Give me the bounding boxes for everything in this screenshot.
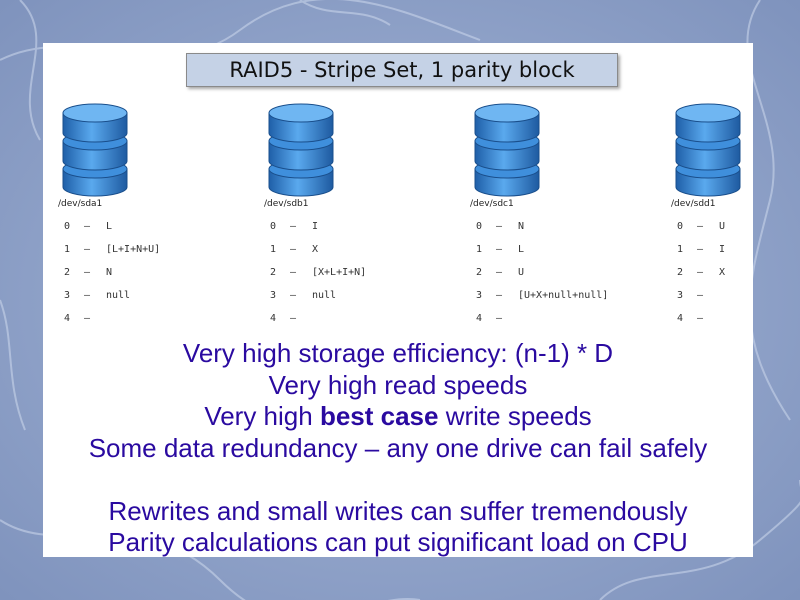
stripe-row: 3 – [U+X+null+null] bbox=[476, 290, 608, 304]
row-index: 0 bbox=[677, 221, 684, 232]
stripe-row: 0 – I bbox=[270, 221, 318, 235]
row-value: I bbox=[719, 244, 726, 255]
bullet-write-speeds: Very high best case write speeds bbox=[43, 401, 753, 433]
row-value: [U+X+null+null] bbox=[518, 290, 609, 301]
row-index: 4 bbox=[677, 313, 684, 324]
row-index: 0 bbox=[476, 221, 483, 232]
row-index: 3 bbox=[677, 290, 684, 301]
bullet-storage-efficiency: Very high storage efficiency: (n-1) * D bbox=[182, 338, 614, 368]
slide-title: RAID5 - Stripe Set, 1 parity block bbox=[186, 53, 618, 87]
row-value: [X+L+I+N] bbox=[312, 267, 367, 278]
stripe-row: 1 – L bbox=[476, 244, 524, 258]
stripe-row: 3 – null bbox=[64, 290, 130, 304]
row-dash: – bbox=[84, 244, 91, 255]
row-index: 1 bbox=[64, 244, 71, 255]
bullet-redundancy: Some data redundancy – any one drive can… bbox=[88, 432, 708, 463]
stripe-row: 4– bbox=[270, 313, 312, 327]
feature-list: Very high storage efficiency: (n-1) * D … bbox=[43, 338, 753, 559]
database-cylinder-icon bbox=[62, 103, 128, 197]
row-index: 3 bbox=[270, 290, 277, 301]
row-value: X bbox=[719, 267, 726, 278]
row-value: null bbox=[106, 290, 131, 301]
row-value: null bbox=[312, 290, 337, 301]
device-label: /dev/sda1 bbox=[58, 199, 103, 209]
row-dash: – bbox=[290, 313, 297, 324]
row-value: L bbox=[518, 244, 525, 255]
spacer bbox=[43, 464, 753, 496]
stripe-row: 0 – L bbox=[64, 221, 112, 235]
stripe-row: 3 – null bbox=[270, 290, 336, 304]
row-index: 1 bbox=[677, 244, 684, 255]
row-index: 3 bbox=[64, 290, 71, 301]
row-dash: – bbox=[496, 290, 503, 301]
stripe-row: 2 – [X+L+I+N] bbox=[270, 267, 366, 281]
row-value: I bbox=[312, 221, 319, 232]
stripe-row: 4– bbox=[64, 313, 106, 327]
bullet-write-pre: Very high bbox=[204, 401, 320, 431]
stripe-row: 1 – [L+I+N+U] bbox=[64, 244, 160, 258]
row-index: 1 bbox=[270, 244, 277, 255]
row-dash: – bbox=[84, 267, 91, 278]
bullet-write-bold: best case bbox=[319, 401, 439, 431]
row-dash: – bbox=[290, 244, 297, 255]
row-dash: – bbox=[697, 244, 704, 255]
row-dash: – bbox=[84, 221, 91, 232]
database-cylinder-icon bbox=[268, 103, 334, 197]
row-dash: – bbox=[697, 267, 704, 278]
bullet-read-speeds: Very high read speeds bbox=[268, 369, 528, 400]
stripe-row: 0 – U bbox=[677, 221, 725, 235]
row-index: 3 bbox=[476, 290, 483, 301]
row-dash: – bbox=[697, 290, 704, 301]
bullet-rewrites: Rewrites and small writes can suffer tre… bbox=[108, 495, 688, 526]
row-dash: – bbox=[84, 313, 91, 324]
stripe-row: 0 – N bbox=[476, 221, 524, 235]
row-dash: – bbox=[496, 221, 503, 232]
row-index: 4 bbox=[476, 313, 483, 324]
row-index: 0 bbox=[64, 221, 71, 232]
device-label: /dev/sdb1 bbox=[264, 199, 309, 209]
stripe-row: 2 – U bbox=[476, 267, 524, 281]
row-index: 4 bbox=[270, 313, 277, 324]
database-cylinder-icon bbox=[474, 103, 540, 197]
row-dash: – bbox=[290, 221, 297, 232]
row-dash: – bbox=[496, 313, 503, 324]
row-dash: – bbox=[697, 313, 704, 324]
row-index: 2 bbox=[64, 267, 71, 278]
bullet-write-post: write speeds bbox=[438, 401, 592, 431]
row-value: X bbox=[312, 244, 319, 255]
stripe-row: 3– bbox=[677, 290, 719, 304]
row-value: L bbox=[106, 221, 113, 232]
row-value: N bbox=[106, 267, 113, 278]
row-dash: – bbox=[496, 244, 503, 255]
row-dash: – bbox=[84, 290, 91, 301]
device-label: /dev/sdd1 bbox=[671, 199, 716, 209]
row-dash: – bbox=[697, 221, 704, 232]
row-index: 2 bbox=[270, 267, 277, 278]
row-index: 1 bbox=[476, 244, 483, 255]
row-index: 0 bbox=[270, 221, 277, 232]
row-index: 4 bbox=[64, 313, 71, 324]
row-dash: – bbox=[496, 267, 503, 278]
row-value: U bbox=[719, 221, 726, 232]
stripe-row: 4– bbox=[677, 313, 719, 327]
row-value: U bbox=[518, 267, 525, 278]
slide-content: RAID5 - Stripe Set, 1 parity block /dev/… bbox=[43, 43, 753, 557]
row-index: 2 bbox=[677, 267, 684, 278]
device-label: /dev/sdc1 bbox=[470, 199, 514, 209]
stripe-row: 2 – N bbox=[64, 267, 112, 281]
bullet-parity-load: Parity calculations can put significant … bbox=[108, 527, 688, 557]
stripe-row: 2 – X bbox=[677, 267, 725, 281]
row-index: 2 bbox=[476, 267, 483, 278]
stripe-row: 1 – I bbox=[677, 244, 725, 258]
row-dash: – bbox=[290, 267, 297, 278]
stripe-row: 4– bbox=[476, 313, 518, 327]
row-dash: – bbox=[290, 290, 297, 301]
row-value: [L+I+N+U] bbox=[106, 244, 161, 255]
row-value: N bbox=[518, 221, 525, 232]
database-cylinder-icon bbox=[675, 103, 741, 197]
stripe-row: 1 – X bbox=[270, 244, 318, 258]
